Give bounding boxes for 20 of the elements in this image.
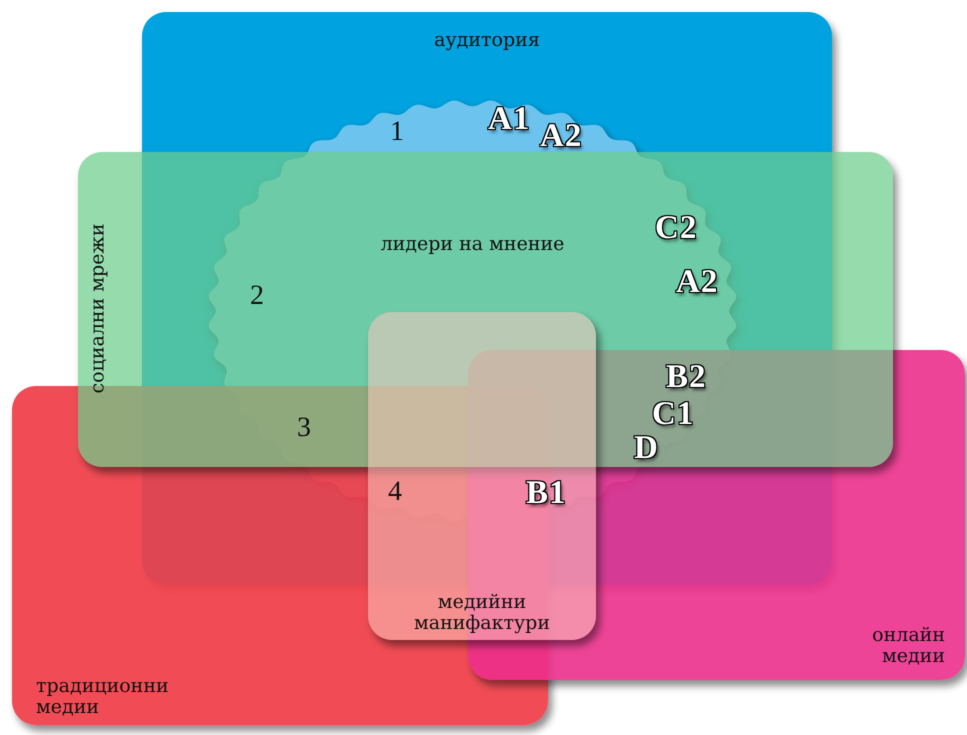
region-number: 1 (390, 118, 404, 146)
region-number: 2 (250, 282, 264, 310)
area-title: традиционни медии (36, 676, 170, 718)
area-title: онлайн медии (871, 625, 945, 667)
venn-panel (78, 152, 893, 467)
region-code: A1 (488, 103, 530, 136)
region-number: 4 (388, 478, 402, 506)
region-code: C1 (652, 398, 694, 431)
region-code: B2 (666, 361, 707, 394)
area-title: социални мрежи (88, 222, 108, 395)
area-title: лидери на мнение (380, 234, 566, 255)
region-code: B1 (526, 477, 567, 510)
region-code: A2 (676, 266, 718, 299)
region-code: D (634, 432, 659, 465)
venn-panel (368, 312, 596, 640)
region-code: A2 (540, 120, 582, 153)
region-number: 3 (297, 414, 311, 442)
area-title: медийни манифактури (412, 592, 552, 634)
region-code: C2 (655, 212, 698, 245)
area-title: аудитория (433, 30, 541, 51)
